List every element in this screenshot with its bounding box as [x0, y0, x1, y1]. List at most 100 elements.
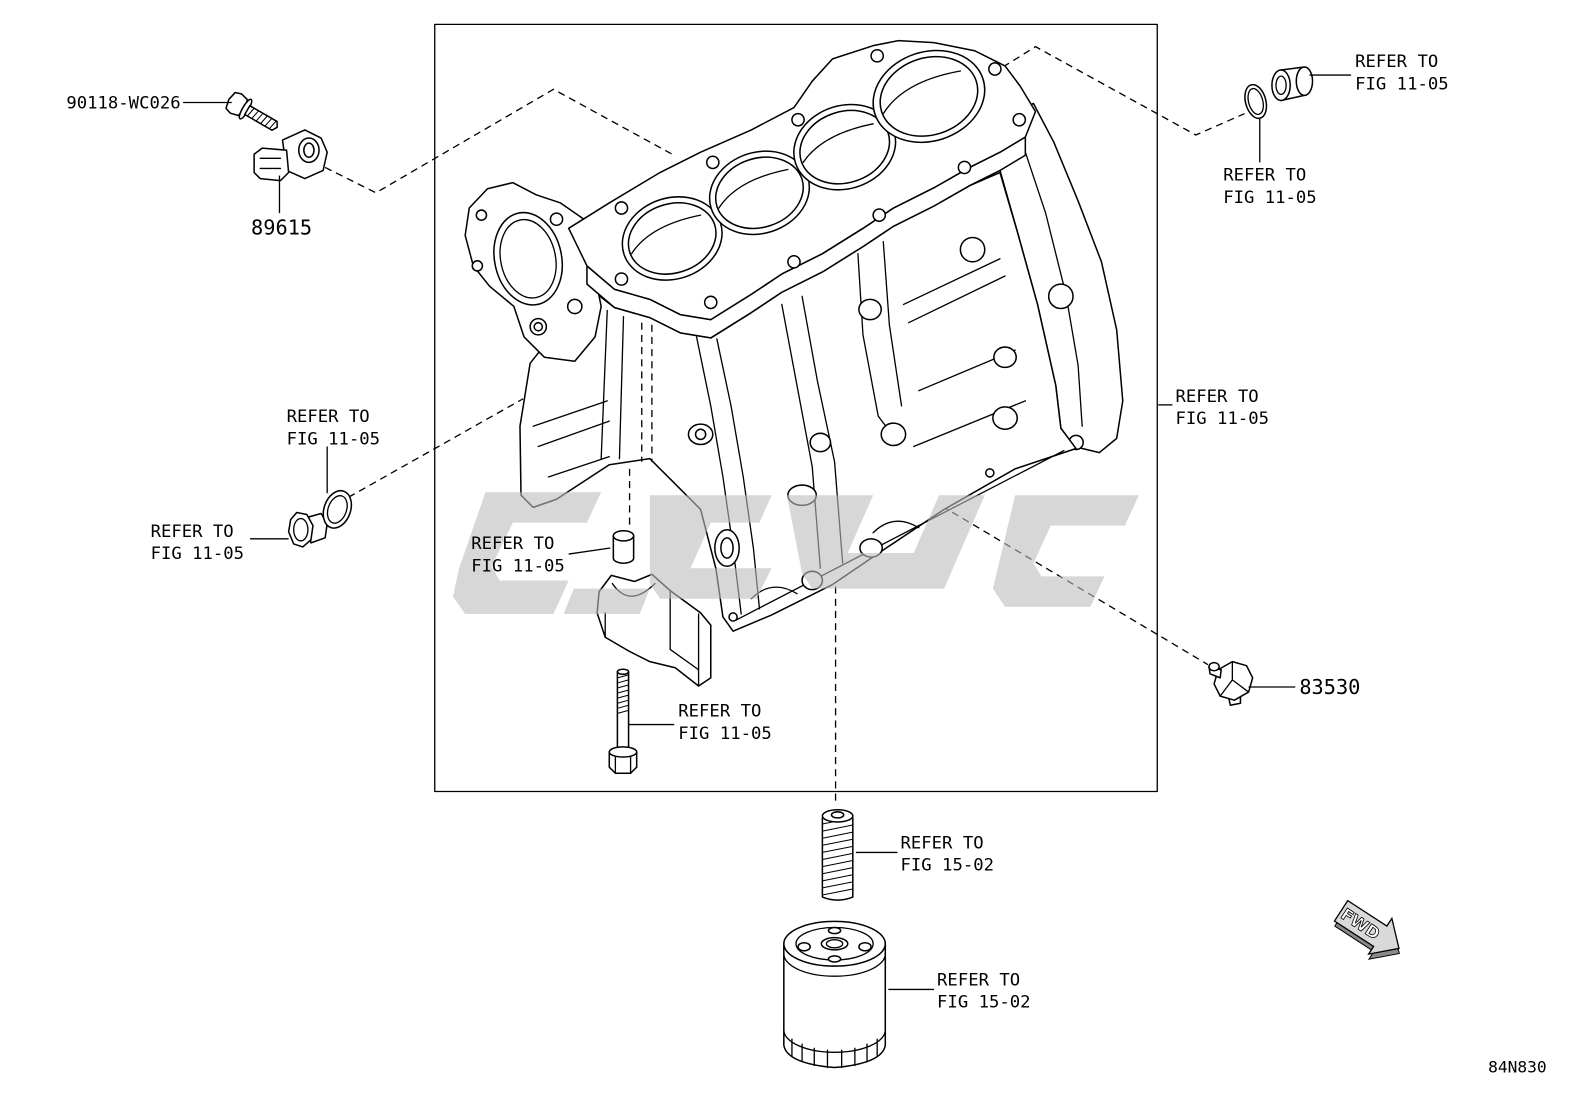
callout-line2: FIG 11-05	[678, 724, 771, 744]
oil-filter	[783, 920, 887, 1069]
callout-line2: FIG 15-02	[901, 856, 994, 876]
watermark-logo	[453, 492, 1139, 614]
top-right-gasket-outer	[1244, 83, 1268, 120]
dash-line-left	[348, 398, 524, 498]
bolt-shank	[616, 671, 630, 749]
switch-hex-edges	[1219, 660, 1250, 697]
top-right-plug-back	[1295, 66, 1314, 97]
filter-boss	[858, 941, 872, 952]
dash-line-top-right	[1002, 45, 1245, 136]
deck-hole	[957, 160, 972, 175]
sensor-bolt	[225, 91, 278, 131]
flange-hole	[475, 209, 488, 221]
watermark-shape	[563, 588, 650, 614]
block-right-hole	[1047, 283, 1074, 310]
deck-hole	[614, 272, 629, 286]
boss	[992, 406, 1018, 431]
filter-center-hole-inner	[825, 939, 844, 949]
callout-line2: FIG 11-05	[287, 429, 380, 449]
diagram-frame	[434, 23, 1158, 793]
block-deck	[567, 39, 1037, 339]
callout-cap-bolt: REFER TO FIG 11-05	[678, 701, 771, 743]
callout-line1: REFER TO	[937, 970, 1020, 990]
deck-hole	[870, 48, 885, 63]
flange-hole	[471, 260, 484, 272]
pressure-switch	[1208, 660, 1254, 707]
stud-top-hole	[830, 811, 845, 819]
callout-line1: REFER TO	[151, 522, 234, 542]
switch-terminal-cap	[1208, 661, 1220, 672]
rib-left-lower	[532, 400, 610, 478]
left-plug-head	[287, 511, 314, 548]
boss	[993, 346, 1017, 369]
callout-line1: REFER TO	[1223, 166, 1306, 186]
callout-line1: REFER TO	[901, 833, 984, 853]
sensor-mount-hole	[303, 142, 315, 159]
cylinder-bore-4	[872, 49, 986, 144]
callout-line2: FIG 11-05	[1355, 74, 1448, 94]
rib-horizontal	[902, 258, 1026, 448]
bearing-cap-bolt	[608, 668, 638, 775]
rib-hidden-lines	[641, 322, 653, 462]
end-flange-opening	[493, 211, 564, 306]
rail-hole	[728, 612, 738, 622]
cylinder-block	[464, 39, 1124, 632]
deck-hole	[614, 201, 629, 215]
deck-hole	[872, 208, 887, 222]
cylinder-bore-2	[708, 150, 811, 236]
filter-band	[783, 953, 886, 977]
cylinder-bore-1	[621, 196, 723, 281]
flange-hole	[566, 298, 583, 315]
bore-inner	[627, 202, 717, 275]
part-number-switch: 83530	[1299, 675, 1360, 699]
callout-line1: REFER TO	[678, 701, 761, 721]
boss	[809, 432, 832, 453]
deck-hole	[988, 62, 1002, 76]
watermark-shape	[453, 492, 602, 614]
flange-hole	[549, 212, 564, 227]
left-gasket	[322, 489, 353, 529]
deck-hole	[703, 295, 718, 310]
left-gasket-outer	[322, 489, 353, 529]
bolt-flange	[608, 746, 638, 758]
watermark-shape	[786, 495, 985, 589]
top-right-gasket-inner	[1247, 87, 1265, 116]
bore-wall	[802, 123, 874, 164]
callout-block: REFER TO FIG 11-05	[1176, 387, 1269, 429]
dowel-top	[612, 529, 635, 542]
filter-boss	[797, 941, 811, 952]
left-gasket-inner	[326, 495, 348, 524]
filter-grip-top	[783, 1029, 886, 1053]
left-plug-face	[293, 517, 309, 542]
callout-left-gasket: REFER TO FIG 11-05	[287, 407, 380, 449]
filter-boss	[827, 926, 842, 935]
bolt-head-edges	[614, 756, 632, 774]
part-number-sensor: 89615	[251, 215, 312, 239]
callout-dowel: REFER TO FIG 11-05	[471, 534, 564, 576]
flange-hole	[533, 321, 544, 332]
callout-line2: FIG 11-05	[471, 556, 564, 576]
watermark-shape	[992, 495, 1139, 607]
leader-dowel	[568, 547, 611, 555]
callout-line2: FIG 11-05	[1176, 409, 1269, 429]
deck-hole	[791, 112, 805, 127]
diagram-code: 84N830	[1488, 1058, 1547, 1077]
deck-hole	[787, 254, 801, 269]
part-number-bolt: 90118-WC026	[66, 94, 180, 114]
callout-line2: FIG 15-02	[937, 993, 1030, 1013]
callout-left-plug: REFER TO FIG 11-05	[151, 522, 244, 564]
sensor-bolt-shank	[243, 104, 278, 131]
boss	[959, 236, 986, 263]
bolt-threads	[617, 674, 629, 714]
top-right-plug-face	[1271, 69, 1291, 102]
block-end-flange	[464, 181, 602, 363]
top-right-gasket	[1244, 83, 1268, 120]
dash-line-sensor	[324, 88, 673, 194]
oil-pan-rail	[735, 449, 1065, 621]
callout-line2: FIG 11-05	[1223, 188, 1316, 208]
filter-boss	[827, 955, 842, 963]
filter-body	[783, 942, 887, 1069]
bore-inner	[714, 156, 805, 230]
callout-line2: FIG 11-05	[151, 544, 244, 564]
boss-hole	[720, 537, 734, 559]
